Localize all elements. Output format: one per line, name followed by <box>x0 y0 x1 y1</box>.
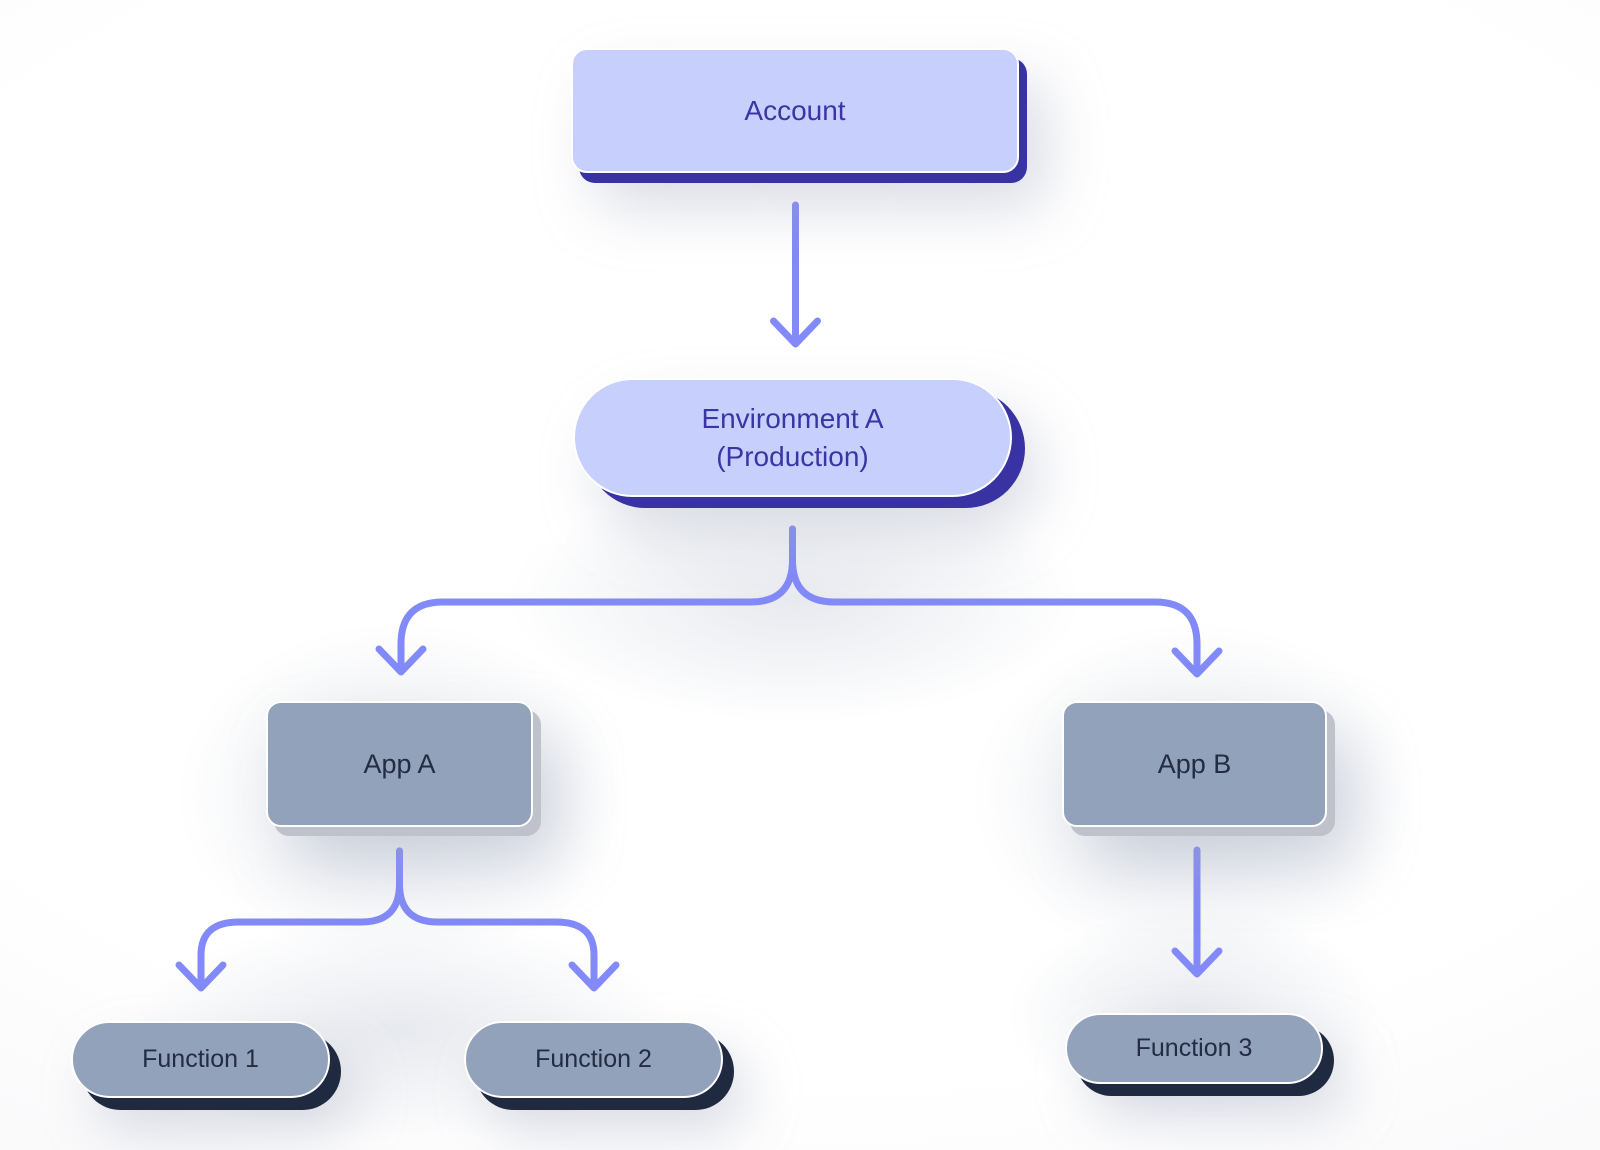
arrowhead-down-icon <box>568 961 620 992</box>
edge-app-a-function-2 <box>396 847 620 992</box>
edge-app-b-function-3 <box>1171 846 1223 978</box>
edge-environment-a-app-b <box>789 525 1223 678</box>
node-function-3: Function 3 <box>1065 1013 1323 1084</box>
node-function-3-label: Function 3 <box>1135 1034 1253 1062</box>
edge-line <box>789 525 1201 677</box>
node-function-2-label: Function 2 <box>535 1045 652 1073</box>
edge-environment-a-app-a <box>375 525 796 676</box>
node-environment-a-sublabel: (Production) <box>716 440 869 472</box>
node-app-a: App A <box>266 701 533 827</box>
node-function-1: Function 1 <box>71 1021 330 1098</box>
arrowhead-down-icon <box>1171 947 1223 978</box>
node-app-b-label: App B <box>1157 748 1232 779</box>
arrowhead-down-icon <box>1171 647 1223 678</box>
edge-line <box>397 525 796 675</box>
edge-line <box>396 847 598 991</box>
edge-account-environment-a <box>770 201 821 348</box>
node-function-1-label: Function 1 <box>142 1045 259 1073</box>
edge-line <box>197 847 403 991</box>
arrowhead-down-icon <box>175 961 227 992</box>
node-function-2: Function 2 <box>464 1021 723 1098</box>
node-account-label: Account <box>744 94 846 126</box>
node-account: Account <box>571 48 1019 173</box>
node-environment-a: Environment A (Production) <box>573 378 1012 497</box>
arrowhead-down-icon <box>375 645 427 676</box>
arrowhead-down-icon <box>770 317 821 348</box>
node-environment-a-label: Environment A <box>701 402 884 434</box>
node-app-b: App B <box>1062 701 1327 827</box>
node-app-a-label: App A <box>363 748 436 779</box>
edge-app-a-function-1 <box>175 847 403 992</box>
